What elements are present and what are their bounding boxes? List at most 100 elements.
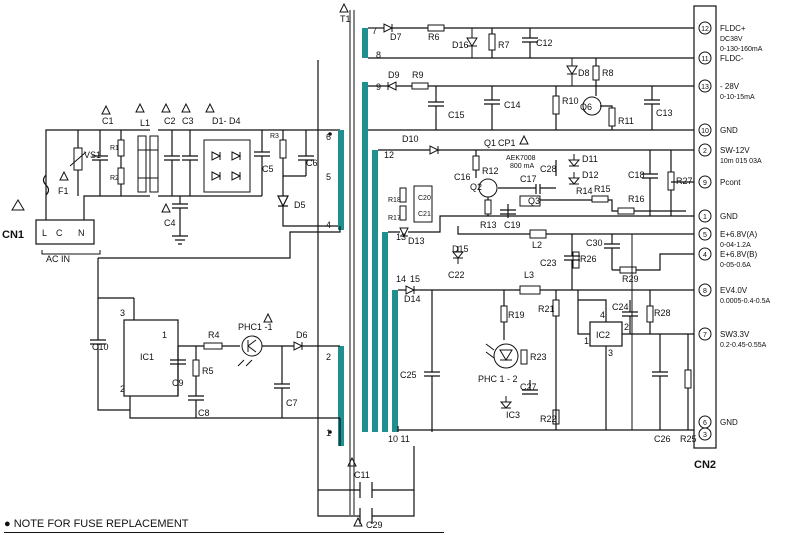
ic2-label: IC2 bbox=[596, 330, 610, 340]
r14-label: R14 bbox=[576, 186, 593, 196]
photocoupler-phc1-1 bbox=[237, 335, 263, 367]
diode-d9 bbox=[386, 81, 397, 91]
c9-label: C9 bbox=[172, 378, 184, 388]
t1-pin-6: 6 bbox=[326, 132, 331, 142]
d14-label: D14 bbox=[404, 294, 421, 304]
ac-in-label: AC IN bbox=[46, 254, 70, 264]
diode-d5 bbox=[277, 176, 340, 227]
capacitor-c5 bbox=[254, 130, 270, 196]
r1-label: R1 bbox=[110, 145, 119, 152]
capacitor-c4 bbox=[172, 196, 188, 245]
q1-label: Q1 bbox=[484, 138, 496, 148]
capacitor-c8 bbox=[188, 376, 204, 418]
note-underline bbox=[4, 532, 444, 533]
t1-winding-14-15 bbox=[392, 290, 398, 432]
d13-label: D13 bbox=[408, 236, 425, 246]
resistor-r23 bbox=[520, 349, 528, 365]
d5-label: D5 bbox=[294, 200, 306, 210]
cn2-pin-4 bbox=[698, 247, 712, 261]
d11-label: D11 bbox=[582, 154, 598, 164]
resistor-r11 bbox=[608, 107, 616, 127]
t1-winding-9 bbox=[362, 82, 368, 432]
bridge-label: D1- D4 bbox=[212, 116, 241, 126]
cn2-output-spec: 0.0005-0.4-0.5A bbox=[720, 298, 771, 305]
capacitor-c2 bbox=[164, 130, 180, 196]
cn2-output-label: GND bbox=[720, 212, 738, 221]
r17-label: R17 bbox=[388, 215, 401, 222]
capacitor-c12 bbox=[522, 28, 538, 58]
r19-label: R19 bbox=[508, 310, 525, 320]
l1-label: L1 bbox=[140, 118, 150, 128]
r18-label: R18 bbox=[388, 197, 401, 204]
resistor-r28 bbox=[646, 305, 654, 323]
caution-icon bbox=[161, 202, 171, 213]
c18-label: C18 bbox=[628, 170, 645, 180]
ic2-pin-3: 3 bbox=[608, 348, 613, 358]
cn2-output-label: GND bbox=[720, 126, 738, 135]
c6-label: C6 bbox=[306, 158, 318, 168]
c11-label: C11 bbox=[354, 470, 370, 480]
capacitor-c25 bbox=[424, 290, 440, 432]
c27-label: C27 bbox=[520, 382, 537, 392]
phc1-label: PHC1 -1 bbox=[238, 322, 273, 332]
cn2-pin-3 bbox=[698, 427, 712, 441]
cn2-label: CN2 bbox=[694, 459, 716, 471]
c24-label: C24 bbox=[612, 302, 629, 312]
cn2-output-spec: 0-10-15mA bbox=[720, 94, 755, 101]
r12-label: R12 bbox=[482, 166, 499, 176]
capacitor-c11 bbox=[359, 482, 373, 498]
r2-label: R2 bbox=[110, 175, 119, 182]
cn2-output-label: - 28V bbox=[720, 82, 740, 91]
c28-label: C28 bbox=[540, 164, 557, 174]
cn2-pin-number: 2 bbox=[703, 148, 707, 155]
c20-label: C20 bbox=[418, 195, 431, 202]
q2-label: Q2 bbox=[470, 182, 482, 192]
capacitor-c18 bbox=[642, 150, 658, 216]
capacitor-c24 bbox=[622, 300, 638, 334]
resistor-r12 bbox=[472, 155, 480, 171]
r4-label: R4 bbox=[208, 330, 220, 340]
f1-label: F1 bbox=[58, 186, 69, 196]
cn2-pin-number: 4 bbox=[703, 252, 707, 259]
t1-pin-2: 2 bbox=[326, 352, 331, 362]
t1-primary-winding bbox=[338, 130, 344, 230]
c17-label: C17 bbox=[520, 174, 537, 184]
t1-label: T1 bbox=[340, 14, 351, 24]
caution-icon bbox=[181, 102, 191, 113]
ic2-pin-1: 1 bbox=[584, 336, 589, 346]
c19-label: C19 bbox=[504, 220, 521, 230]
ic1-label: IC1 bbox=[140, 352, 154, 362]
cn2-output-label: SW-12V bbox=[720, 146, 750, 155]
resistor-r18 bbox=[399, 187, 407, 203]
l3-label: L3 bbox=[524, 270, 534, 280]
d12-label: D12 bbox=[582, 170, 599, 180]
caution-icon bbox=[11, 199, 25, 211]
r27-label: R27 bbox=[676, 176, 693, 186]
cn2-pin-9 bbox=[698, 175, 712, 189]
ac-in-bracket bbox=[41, 250, 101, 255]
c15-label: C15 bbox=[448, 110, 465, 120]
cn2-output-label: EV4.0V bbox=[720, 286, 748, 295]
c2-label: C2 bbox=[164, 116, 176, 126]
photocoupler-phc1-2 bbox=[485, 343, 519, 369]
capacitor-c13 bbox=[644, 86, 660, 130]
bridge-rectifier-d1-d4 bbox=[203, 139, 251, 193]
t1-winding-7-8 bbox=[362, 28, 368, 58]
c21-label: C21 bbox=[418, 211, 431, 218]
r7-label: R7 bbox=[498, 40, 510, 50]
t1-pin-8: 8 bbox=[376, 50, 381, 60]
c1-label: C1 bbox=[102, 116, 114, 126]
resistor-r29 bbox=[619, 266, 637, 274]
resistor-r22 bbox=[552, 409, 560, 425]
cn2-pin-10 bbox=[698, 123, 712, 137]
cn2-pin-number: 3 bbox=[703, 432, 707, 439]
cn2-pin-number: 6 bbox=[703, 420, 707, 427]
ic2-pin-4: 4 bbox=[600, 310, 605, 320]
c13-label: C13 bbox=[656, 108, 673, 118]
cn2-output-label: GND bbox=[720, 418, 738, 427]
t1-winding-13 bbox=[382, 232, 388, 432]
diode-d15 bbox=[451, 246, 465, 264]
cn2-output-spec: 0-130-160mA bbox=[720, 46, 763, 53]
